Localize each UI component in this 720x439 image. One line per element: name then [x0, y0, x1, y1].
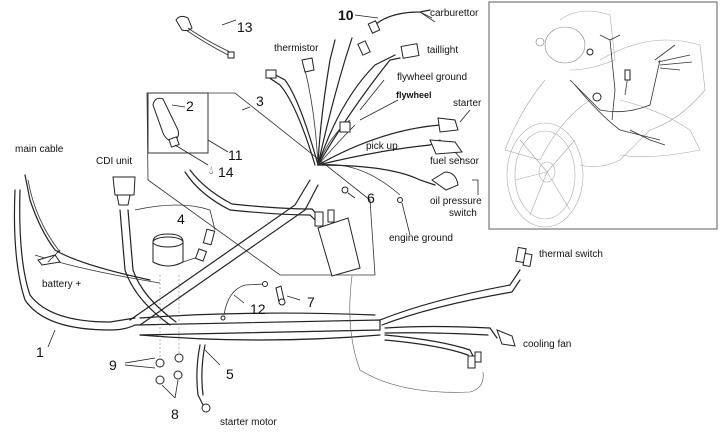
part-number-3: 3 [256, 93, 264, 109]
oil-pressure-switch-connector [431, 171, 459, 191]
thermal-switch-connector-b [522, 252, 533, 268]
starter-connector [437, 117, 459, 133]
label-starter-motor: starter motor [220, 417, 277, 428]
ignition-coil [317, 217, 361, 277]
part-number-2: 2 [186, 98, 194, 114]
part-number-5: 5 [226, 366, 234, 382]
label-fuel-sensor: fuel sensor [430, 156, 479, 167]
harness-upper-branches [267, 9, 441, 196]
label-starter: starter [453, 98, 482, 109]
connectors [34, 15, 533, 413]
part-number-12: 12 [250, 301, 266, 317]
main-cable-harness [13, 169, 381, 341]
carburettor-connector-b [367, 20, 381, 34]
taillight-connector [400, 43, 420, 59]
part-number-7: 7 [307, 294, 315, 310]
pickup-connector [339, 121, 351, 133]
label-thermal-switch: thermal switch [539, 249, 603, 260]
screw-6 [341, 186, 349, 194]
inset-motorcycle-view [488, 1, 718, 230]
carburettor-connector-a [357, 40, 371, 56]
label-oil-pressure-switch: switch [449, 208, 477, 219]
label-pick-up: pick up [366, 141, 398, 152]
label-flywheel-ground: flywheel ground [397, 72, 468, 83]
thermistor-connector [301, 57, 315, 73]
part-number-13: 13 [237, 19, 253, 35]
label-engine-ground: engine ground [389, 233, 453, 244]
label-cdi-unit: CDI unit [96, 156, 133, 167]
drop-icon: 💧︎ [209, 165, 214, 177]
part-number-10: 10 [338, 7, 354, 23]
cooling-fan-connector [496, 329, 516, 347]
part-number-8: 8 [171, 406, 179, 422]
label-flywheel: flywheel [396, 90, 432, 100]
label-battery-plus: battery + [42, 279, 82, 290]
sensor-13 [175, 15, 193, 32]
label-oil-pressure: oil pressure [430, 196, 482, 207]
cdi-unit [112, 176, 136, 196]
label-main-cable: main cable [15, 144, 64, 155]
label-cooling-fan: cooling fan [523, 339, 572, 350]
part-number-4: 4 [177, 211, 185, 227]
cdi-bracket-outline [146, 92, 376, 276]
spark-plug-cap [152, 97, 180, 148]
leader-lines [47, 14, 479, 399]
part-number-1: 1 [36, 344, 44, 360]
connector-thermistor-left [265, 69, 277, 79]
part-number-9: 9 [109, 357, 117, 373]
part-number-6: 6 [367, 190, 375, 206]
label-taillight: taillight [427, 45, 459, 56]
label-thermistor: thermistor [274, 43, 319, 54]
battery-terminal [37, 254, 61, 266]
engine-ground-terminal [397, 197, 403, 203]
fan-connector-b [467, 355, 476, 369]
fuel-sensor-connector [429, 139, 463, 155]
part-number-11: 11 [228, 147, 243, 163]
label-carburettor: carburettor [430, 8, 479, 19]
part-number-14: 14 [218, 164, 234, 180]
